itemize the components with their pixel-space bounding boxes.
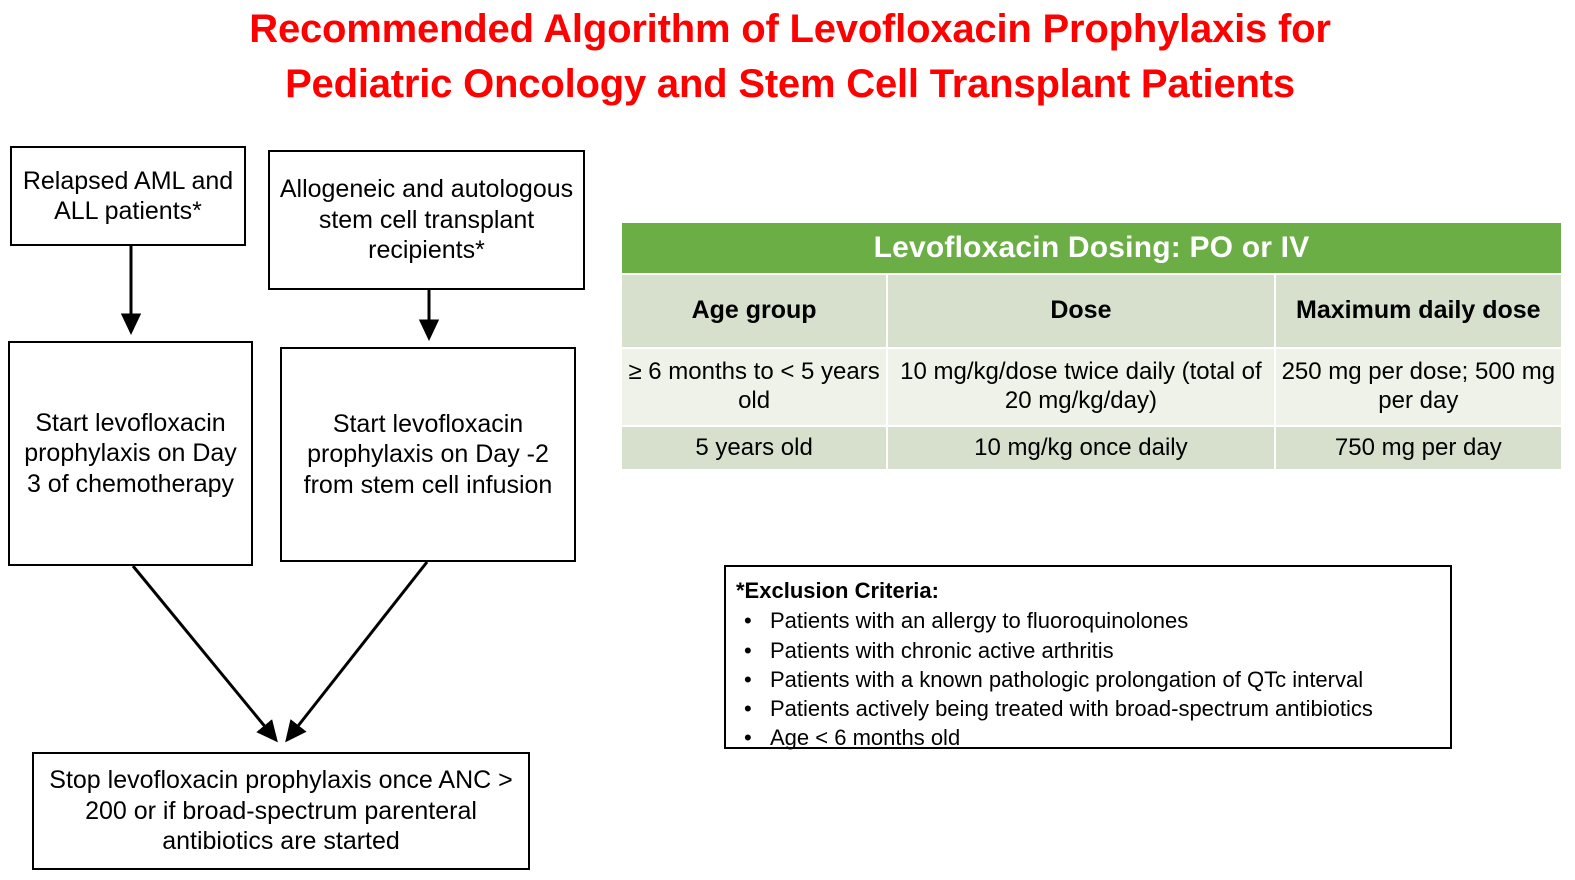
exclusion-criteria-box: *Exclusion Criteria: • Patients with an …	[724, 565, 1452, 752]
flow-box-stop-prophylaxis-label: Stop levofloxacin prophylaxis once ANC >…	[49, 766, 513, 856]
list-item-label: Patients with an allergy to fluoroquinol…	[770, 608, 1189, 634]
bullet-icon: •	[744, 608, 752, 634]
bullet-icon: •	[744, 696, 752, 721]
flow-box-allogeneic-transplant: Allogeneic and autologous stem cell tran…	[268, 150, 585, 290]
bullet-icon: •	[744, 725, 752, 751]
column-header-dose: Dose	[888, 275, 1274, 347]
table-row: 5 years old 10 mg/kg once daily 750 mg p…	[622, 427, 1561, 469]
list-item-label: Patients actively being treated with bro…	[770, 696, 1373, 721]
table-row: ≥ 6 months to < 5 years old 10 mg/kg/dos…	[622, 349, 1561, 425]
list-item-label: Patients with chronic active arthritis	[770, 637, 1114, 663]
flow-box-relapsed-aml-all: Relapsed AML and ALL patients*	[10, 146, 246, 246]
table-title: Levofloxacin Dosing: PO or IV	[622, 223, 1561, 273]
exclusion-criteria-heading: *Exclusion Criteria:	[736, 578, 939, 603]
flow-box-start-day-minus2-sct: Start levofloxacin prophylaxis on Day -2…	[280, 347, 576, 562]
bullet-icon: •	[744, 666, 752, 692]
list-item: • Patients actively being treated with b…	[736, 694, 1450, 723]
list-item-label: Age < 6 months old	[770, 725, 961, 751]
list-item: • Patients with a known pathologic prolo…	[736, 665, 1450, 694]
cell-age-group-2: 5 years old	[622, 427, 887, 469]
table-title-row: Levofloxacin Dosing: PO or IV	[622, 223, 1561, 273]
list-item: • Age < 6 months old	[736, 723, 1450, 752]
exclusion-criteria-list: • Patients with an allergy to fluoroquin…	[736, 606, 1450, 752]
cell-dose-2: 10 mg/kg once daily	[888, 427, 1274, 469]
bullet-icon: •	[744, 637, 752, 663]
column-header-maximum-daily-dose: Maximum daily dose	[1275, 275, 1561, 347]
list-item: • Patients with an allergy to fluoroquin…	[736, 606, 1450, 635]
table-header-row: Age group Dose Maximum daily dose	[622, 275, 1561, 347]
cell-max-daily-dose-2: 750 mg per day	[1275, 427, 1561, 469]
flow-box-relapsed-aml-all-label: Relapsed AML and ALL patients*	[22, 166, 234, 226]
cell-age-group-1: ≥ 6 months to < 5 years old	[622, 349, 887, 425]
list-item: • Patients with chronic active arthritis	[736, 636, 1450, 665]
title-line-1: Recommended Algorithm of Levofloxacin Pr…	[249, 7, 1331, 51]
column-header-age-group: Age group	[622, 275, 887, 347]
flow-box-start-day3-chemo: Start levofloxacin prophylaxis on Day 3 …	[8, 341, 253, 566]
levofloxacin-dosing-table: Levofloxacin Dosing: PO or IV Age group …	[620, 221, 1563, 471]
flow-box-start-day3-chemo-label: Start levofloxacin prophylaxis on Day 3 …	[24, 408, 237, 498]
cell-dose-1: 10 mg/kg/dose twice daily (total of 20 m…	[888, 349, 1274, 425]
flow-box-stop-prophylaxis: Stop levofloxacin prophylaxis once ANC >…	[32, 752, 530, 870]
arrow-sct-to-stop	[285, 561, 429, 743]
page-title: Recommended Algorithm of Levofloxacin Pr…	[60, 2, 1520, 112]
flow-box-allogeneic-transplant-label: Allogeneic and autologous stem cell tran…	[279, 175, 574, 265]
list-item-label: Patients with a known pathologic prolong…	[770, 666, 1364, 692]
cell-max-daily-dose-1: 250 mg per dose; 500 mg per day	[1275, 349, 1561, 425]
arrow-chemo-to-stop	[131, 565, 278, 743]
title-line-2: Pediatric Oncology and Stem Cell Transpl…	[285, 62, 1295, 107]
flow-box-start-day-minus2-sct-label: Start levofloxacin prophylaxis on Day -2…	[303, 409, 553, 499]
